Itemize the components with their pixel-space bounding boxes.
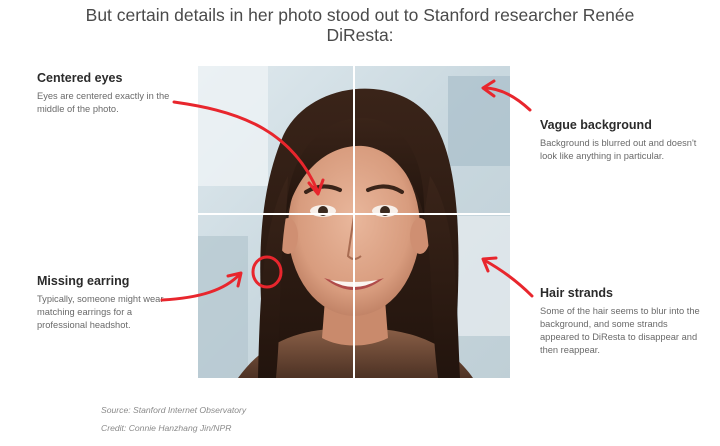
source-credit: Source: Stanford Internet Observatory [101, 405, 247, 415]
headline: But certain details in her photo stood o… [85, 5, 635, 45]
callout-missing-earring: Missing earring Typically, someone might… [37, 274, 177, 332]
photo-credit: Credit: Connie Hanzhang Jin/NPR [101, 423, 232, 433]
callout-description: Some of the hair seems to blur into the … [540, 306, 700, 355]
callout-title: Missing earring [37, 274, 130, 288]
callout-description: Background is blurred out and doesn't lo… [540, 138, 697, 161]
callout-title: Hair strands [540, 286, 613, 300]
callout-description: Typically, someone might wear matching e… [37, 294, 164, 330]
callout-hair-strands: Hair strands Some of the hair seems to b… [540, 286, 705, 357]
callout-description: Eyes are centered exactly in the middle … [37, 91, 170, 114]
callout-title: Vague background [540, 118, 652, 132]
callout-centered-eyes: Centered eyes Eyes are centered exactly … [37, 71, 187, 116]
headshot-photo [198, 66, 510, 378]
callout-title: Centered eyes [37, 71, 123, 85]
callout-vague-background: Vague background Background is blurred o… [540, 118, 710, 163]
